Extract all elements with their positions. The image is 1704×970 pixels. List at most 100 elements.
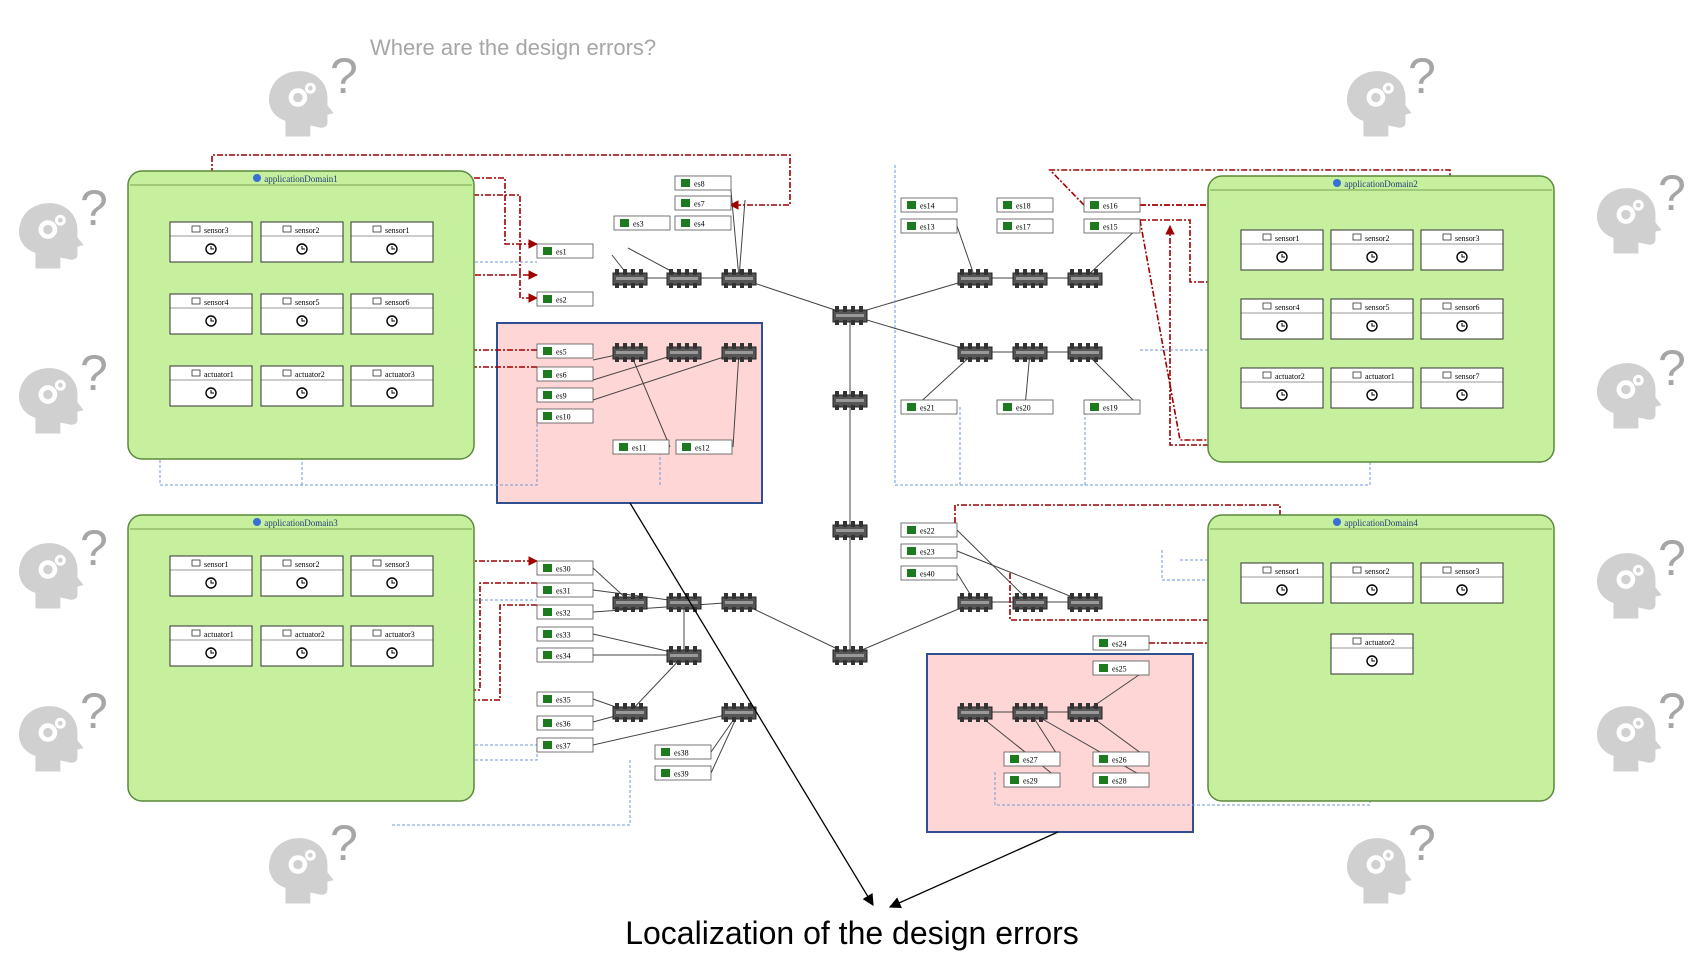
component-sensor2[interactable]: sensor2 bbox=[1330, 229, 1414, 271]
component-sensor6[interactable]: sensor6 bbox=[350, 293, 434, 335]
component-actuator2[interactable]: actuator2 bbox=[1240, 367, 1324, 409]
component-sensor4[interactable]: sensor4 bbox=[169, 293, 253, 335]
domain-icon bbox=[1333, 179, 1341, 187]
end-system-es14[interactable]: es14 bbox=[900, 197, 958, 213]
end-system-es37[interactable]: es37 bbox=[536, 737, 594, 753]
switch-icon[interactable] bbox=[721, 592, 757, 613]
end-system-es13[interactable]: es13 bbox=[900, 218, 958, 234]
end-system-label: es6 bbox=[556, 371, 567, 380]
component-sensor1[interactable]: sensor1 bbox=[1240, 229, 1324, 271]
component-actuator2[interactable]: actuator2 bbox=[260, 625, 344, 667]
end-system-es1[interactable]: es1 bbox=[536, 243, 594, 259]
switch-icon[interactable] bbox=[957, 268, 993, 289]
end-system-es2[interactable]: es2 bbox=[536, 291, 594, 307]
switch-icon[interactable] bbox=[666, 592, 702, 613]
component-sensor2[interactable]: sensor2 bbox=[260, 221, 344, 263]
switch-icon[interactable] bbox=[1067, 592, 1103, 613]
end-system-es12[interactable]: es12 bbox=[675, 439, 733, 455]
switch-icon[interactable] bbox=[612, 268, 648, 289]
end-system-es38[interactable]: es38 bbox=[654, 744, 712, 760]
gear-icon bbox=[18, 368, 84, 434]
switch-icon[interactable] bbox=[1012, 592, 1048, 613]
end-system-es26[interactable]: es26 bbox=[1092, 751, 1150, 767]
clock-icon bbox=[1456, 584, 1468, 596]
end-system-es4[interactable]: es4 bbox=[674, 215, 732, 231]
switch-icon[interactable] bbox=[612, 592, 648, 613]
component-sensor1[interactable]: sensor1 bbox=[1240, 562, 1324, 604]
component-sensor3[interactable]: sensor3 bbox=[1420, 229, 1504, 271]
switch-icon[interactable] bbox=[957, 592, 993, 613]
component-actuator1[interactable]: actuator1 bbox=[169, 365, 253, 407]
end-system-es24[interactable]: es24 bbox=[1092, 635, 1150, 651]
component-actuator2[interactable]: actuator2 bbox=[260, 365, 344, 407]
component-actuator1[interactable]: actuator1 bbox=[1330, 367, 1414, 409]
end-system-es31[interactable]: es31 bbox=[536, 582, 594, 598]
thinking-head-icon: ? bbox=[1596, 530, 1686, 619]
end-system-es35[interactable]: es35 bbox=[536, 691, 594, 707]
component-sensor3[interactable]: sensor3 bbox=[350, 555, 434, 597]
end-system-es32[interactable]: es32 bbox=[536, 604, 594, 620]
end-system-es25[interactable]: es25 bbox=[1092, 660, 1150, 676]
switch-icon[interactable] bbox=[612, 702, 648, 723]
end-system-es6[interactable]: es6 bbox=[536, 366, 594, 382]
end-system-es20[interactable]: es20 bbox=[996, 399, 1054, 415]
end-system-es23[interactable]: es23 bbox=[900, 543, 958, 559]
switch-icon[interactable] bbox=[666, 268, 702, 289]
component-sensor2[interactable]: sensor2 bbox=[1330, 562, 1414, 604]
component-sensor1[interactable]: sensor1 bbox=[350, 221, 434, 263]
end-system-es29[interactable]: es29 bbox=[1003, 772, 1061, 788]
component-actuator2[interactable]: actuator2 bbox=[1330, 633, 1414, 675]
end-system-es30[interactable]: es30 bbox=[536, 560, 594, 576]
end-system-es39[interactable]: es39 bbox=[654, 765, 712, 781]
end-system-es7[interactable]: es7 bbox=[674, 195, 732, 211]
end-system-es18[interactable]: es18 bbox=[996, 197, 1054, 213]
end-system-label: es20 bbox=[1016, 404, 1031, 413]
end-system-es33[interactable]: es33 bbox=[536, 626, 594, 642]
end-system-es8[interactable]: es8 bbox=[674, 175, 732, 191]
component-sensor3[interactable]: sensor3 bbox=[1420, 562, 1504, 604]
switch-icon[interactable] bbox=[1012, 268, 1048, 289]
domain-title: applicationDomain2 bbox=[1344, 179, 1417, 189]
end-system-es16[interactable]: es16 bbox=[1083, 197, 1141, 213]
switch-icon[interactable] bbox=[832, 305, 868, 326]
end-system-label: es10 bbox=[556, 413, 571, 422]
component-sensor3[interactable]: sensor3 bbox=[169, 221, 253, 263]
component-actuator3[interactable]: actuator3 bbox=[350, 365, 434, 407]
switch-icon[interactable] bbox=[957, 342, 993, 363]
switch-icon[interactable] bbox=[1067, 342, 1103, 363]
end-system-es21[interactable]: es21 bbox=[900, 399, 958, 415]
component-sensor4[interactable]: sensor4 bbox=[1240, 298, 1324, 340]
component-sensor5[interactable]: sensor5 bbox=[260, 293, 344, 335]
end-system-es17[interactable]: es17 bbox=[996, 218, 1054, 234]
component-sensor6[interactable]: sensor6 bbox=[1420, 298, 1504, 340]
clock-icon bbox=[1456, 251, 1468, 263]
end-system-es3[interactable]: es3 bbox=[613, 215, 671, 231]
end-system-es10[interactable]: es10 bbox=[536, 408, 594, 424]
end-system-es36[interactable]: es36 bbox=[536, 715, 594, 731]
end-system-es5[interactable]: es5 bbox=[536, 343, 594, 359]
end-system-icon bbox=[1003, 201, 1012, 209]
component-actuator3[interactable]: actuator3 bbox=[350, 625, 434, 667]
component-sensor2[interactable]: sensor2 bbox=[260, 555, 344, 597]
end-system-es9[interactable]: es9 bbox=[536, 387, 594, 403]
end-system-es19[interactable]: es19 bbox=[1083, 399, 1141, 415]
switch-icon[interactable] bbox=[1067, 268, 1103, 289]
component-actuator1[interactable]: actuator1 bbox=[169, 625, 253, 667]
component-sensor7[interactable]: sensor7 bbox=[1420, 367, 1504, 409]
end-system-es28[interactable]: es28 bbox=[1092, 772, 1150, 788]
end-system-es27[interactable]: es27 bbox=[1003, 751, 1061, 767]
end-system-es40[interactable]: es40 bbox=[900, 565, 958, 581]
end-system-es15[interactable]: es15 bbox=[1083, 218, 1141, 234]
switch-icon[interactable] bbox=[721, 702, 757, 723]
end-system-es11[interactable]: es11 bbox=[612, 439, 670, 455]
switch-icon[interactable] bbox=[1012, 342, 1048, 363]
component-sensor1[interactable]: sensor1 bbox=[169, 555, 253, 597]
end-system-es34[interactable]: es34 bbox=[536, 647, 594, 663]
component-label: sensor5 bbox=[1365, 303, 1389, 312]
component-label: sensor4 bbox=[1275, 303, 1299, 312]
end-system-icon bbox=[543, 586, 552, 594]
end-system-es22[interactable]: es22 bbox=[900, 522, 958, 538]
clock-icon bbox=[1366, 584, 1378, 596]
component-label: sensor2 bbox=[1365, 567, 1389, 576]
component-sensor5[interactable]: sensor5 bbox=[1330, 298, 1414, 340]
